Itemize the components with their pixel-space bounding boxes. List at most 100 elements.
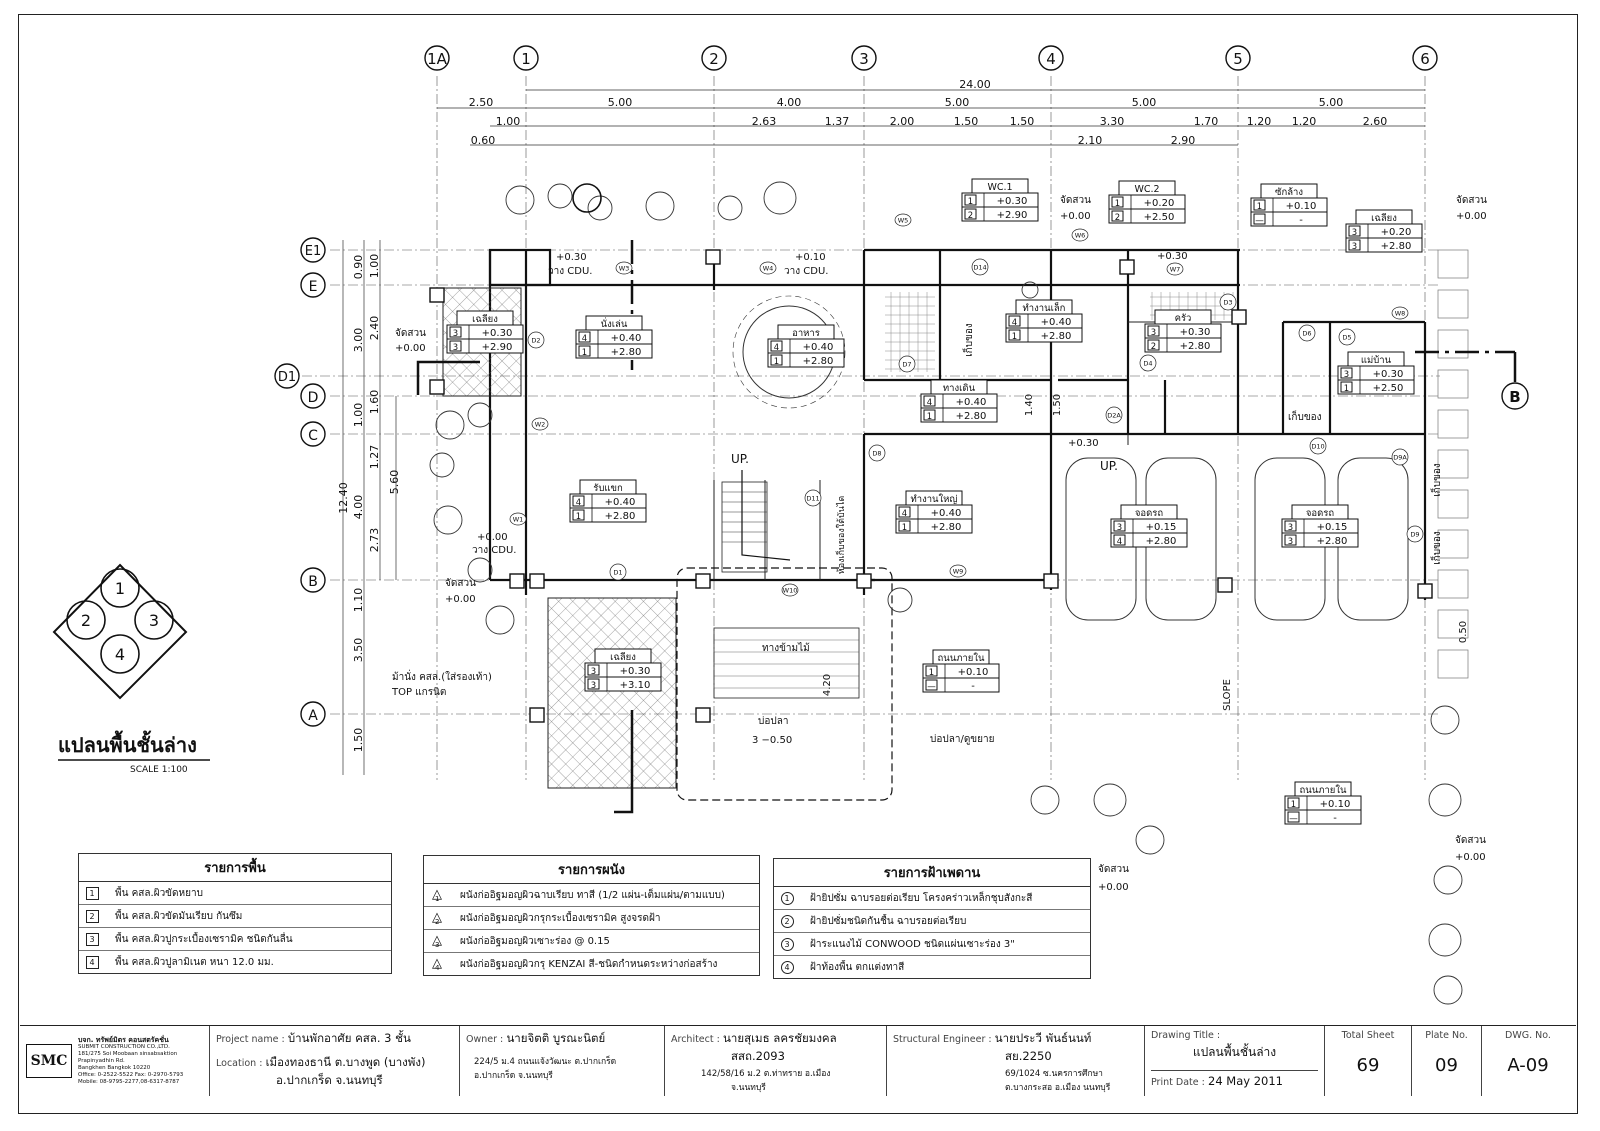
engineer-cell: Structural Engineer : นายประวี พันธ์นนท์…	[887, 1026, 1145, 1096]
finish-code: —	[927, 682, 936, 692]
grid-bubble-E: E	[300, 272, 326, 298]
room-name: ซักล้าง	[1275, 187, 1303, 198]
legend-text: ผนังก่ออิฐมอญผิวกรุกระเบื้องเซรามิค สูงจ…	[460, 912, 661, 924]
svg-text:1.10: 1.10	[352, 588, 365, 613]
svg-text:บ่อปลา/ดูขยาย: บ่อปลา/ดูขยาย	[930, 734, 994, 745]
svg-text:W2: W2	[535, 421, 546, 429]
level-value: +0.30	[997, 196, 1028, 207]
grid-bubble-D1: D1	[274, 363, 300, 389]
grid-bubble-4: 4	[1038, 45, 1064, 71]
finish-code: 3	[1151, 328, 1156, 338]
level-value: +0.15	[1146, 522, 1177, 533]
garden-label: จัดสวน	[1098, 864, 1129, 875]
door-tag: D2A	[1105, 406, 1123, 424]
room-name: ทำงานใหญ่	[910, 493, 957, 505]
room-name: รับแขก	[593, 483, 623, 494]
finish-code: 3	[1117, 523, 1122, 533]
svg-text:+0.30: +0.30	[1157, 251, 1188, 262]
svg-text:1: 1	[115, 579, 125, 598]
door-tag: D9	[1406, 525, 1424, 543]
level-value: +0.10	[1286, 201, 1317, 212]
svg-text:ทางข้ามไม้: ทางข้ามไม้	[762, 642, 810, 654]
door-tag: D1	[609, 563, 627, 581]
svg-text:5.60: 5.60	[388, 470, 401, 495]
room-tag: เฉลียง3+0.303+3.10	[584, 648, 662, 692]
grid-bubble-1A: 1A	[424, 45, 450, 71]
company-logo: SMC	[26, 1044, 72, 1078]
window-tag: W3	[615, 261, 633, 275]
finish-code: 1	[1115, 199, 1120, 209]
level-value: +0.10	[1320, 799, 1351, 810]
finish-code: 3	[1352, 228, 1357, 238]
svg-text:D1: D1	[613, 569, 622, 577]
finish-code: 4	[582, 334, 587, 344]
room-name: เฉลียง	[610, 651, 636, 663]
window-tag: W7	[1166, 262, 1184, 276]
garden-level: +0.00	[445, 594, 476, 605]
svg-text:เก็บของ: เก็บของ	[1288, 409, 1322, 423]
level-value: +0.40	[1041, 317, 1072, 328]
room-tag: ครัว3+0.302+2.80	[1144, 309, 1222, 353]
finish-code: 1	[902, 523, 907, 533]
svg-text:1.37: 1.37	[825, 115, 850, 128]
grid-bubble-B: B	[300, 567, 326, 593]
level-value: +2.50	[1373, 383, 1404, 394]
svg-text:D3: D3	[1223, 299, 1232, 307]
legend-text: พื้น คสล.ผิวปูลามิเนต หนา 12.0 มม.	[115, 956, 274, 968]
svg-text:+0.30: +0.30	[556, 252, 587, 263]
svg-text:D6: D6	[1302, 330, 1311, 338]
finish-code: 2	[968, 211, 973, 221]
level-value: +0.40	[931, 508, 962, 519]
door-tag: D5	[1338, 328, 1356, 346]
svg-text:D9A: D9A	[1393, 454, 1407, 462]
window-tag: W2	[531, 417, 549, 431]
wooden-walkway	[676, 567, 893, 801]
room-tags: WC.11+0.302+2.90WC.21+0.202+2.50ซักล้าง1…	[446, 178, 1423, 825]
svg-text:1.50: 1.50	[1052, 394, 1063, 416]
grid-bubble-C: C	[300, 421, 326, 447]
svg-text:5.00: 5.00	[1319, 96, 1344, 109]
svg-text:A: A	[308, 708, 318, 724]
title-block: SMC บจก. ทรัพย์มิตร คอนสตรัคชั่น SUBMIT …	[20, 1025, 1576, 1096]
door-tag: D2	[527, 331, 545, 349]
landscape-trees	[429, 181, 1463, 1005]
svg-text:UP.: UP.	[731, 452, 749, 466]
legend-code: 3	[784, 939, 790, 949]
finish-code: 1	[1012, 332, 1017, 342]
level-value: +2.80	[1146, 536, 1177, 547]
svg-text:4.00: 4.00	[352, 495, 365, 520]
plate-no-cell: Plate No. 09	[1412, 1026, 1482, 1096]
svg-text:ม้านั่ง คสล.(ใส่รองเท้า): ม้านั่ง คสล.(ใส่รองเท้า)	[392, 669, 492, 683]
svg-text:5.00: 5.00	[1132, 96, 1157, 109]
finish-code: 1	[929, 668, 934, 678]
svg-text:2.90: 2.90	[1171, 134, 1196, 147]
legend-code: 3	[89, 934, 95, 944]
svg-text:12.40: 12.40	[337, 482, 350, 514]
svg-text:W6: W6	[1075, 232, 1086, 240]
svg-text:1.27: 1.27	[368, 445, 381, 470]
finish-code: —	[1289, 814, 1298, 824]
svg-text:3.50: 3.50	[352, 638, 365, 663]
level-value: +0.20	[1144, 198, 1175, 209]
svg-text:B: B	[308, 574, 318, 590]
level-value: +0.10	[958, 667, 989, 678]
garden-level: +0.00	[1456, 211, 1487, 222]
level-value: +0.15	[1317, 522, 1348, 533]
room-tag: ซักล้าง1+0.10—-	[1250, 183, 1328, 227]
room-name: อาหาร	[792, 328, 820, 339]
svg-text:1.20: 1.20	[1292, 115, 1317, 128]
plan-scale: SCALE 1:100	[130, 765, 188, 775]
door-tag: D9A	[1391, 448, 1409, 466]
level-value: +2.80	[1317, 536, 1348, 547]
finish-code: 1	[576, 512, 581, 522]
room-tag: ทางเดิน4+0.401+2.80	[920, 379, 998, 423]
